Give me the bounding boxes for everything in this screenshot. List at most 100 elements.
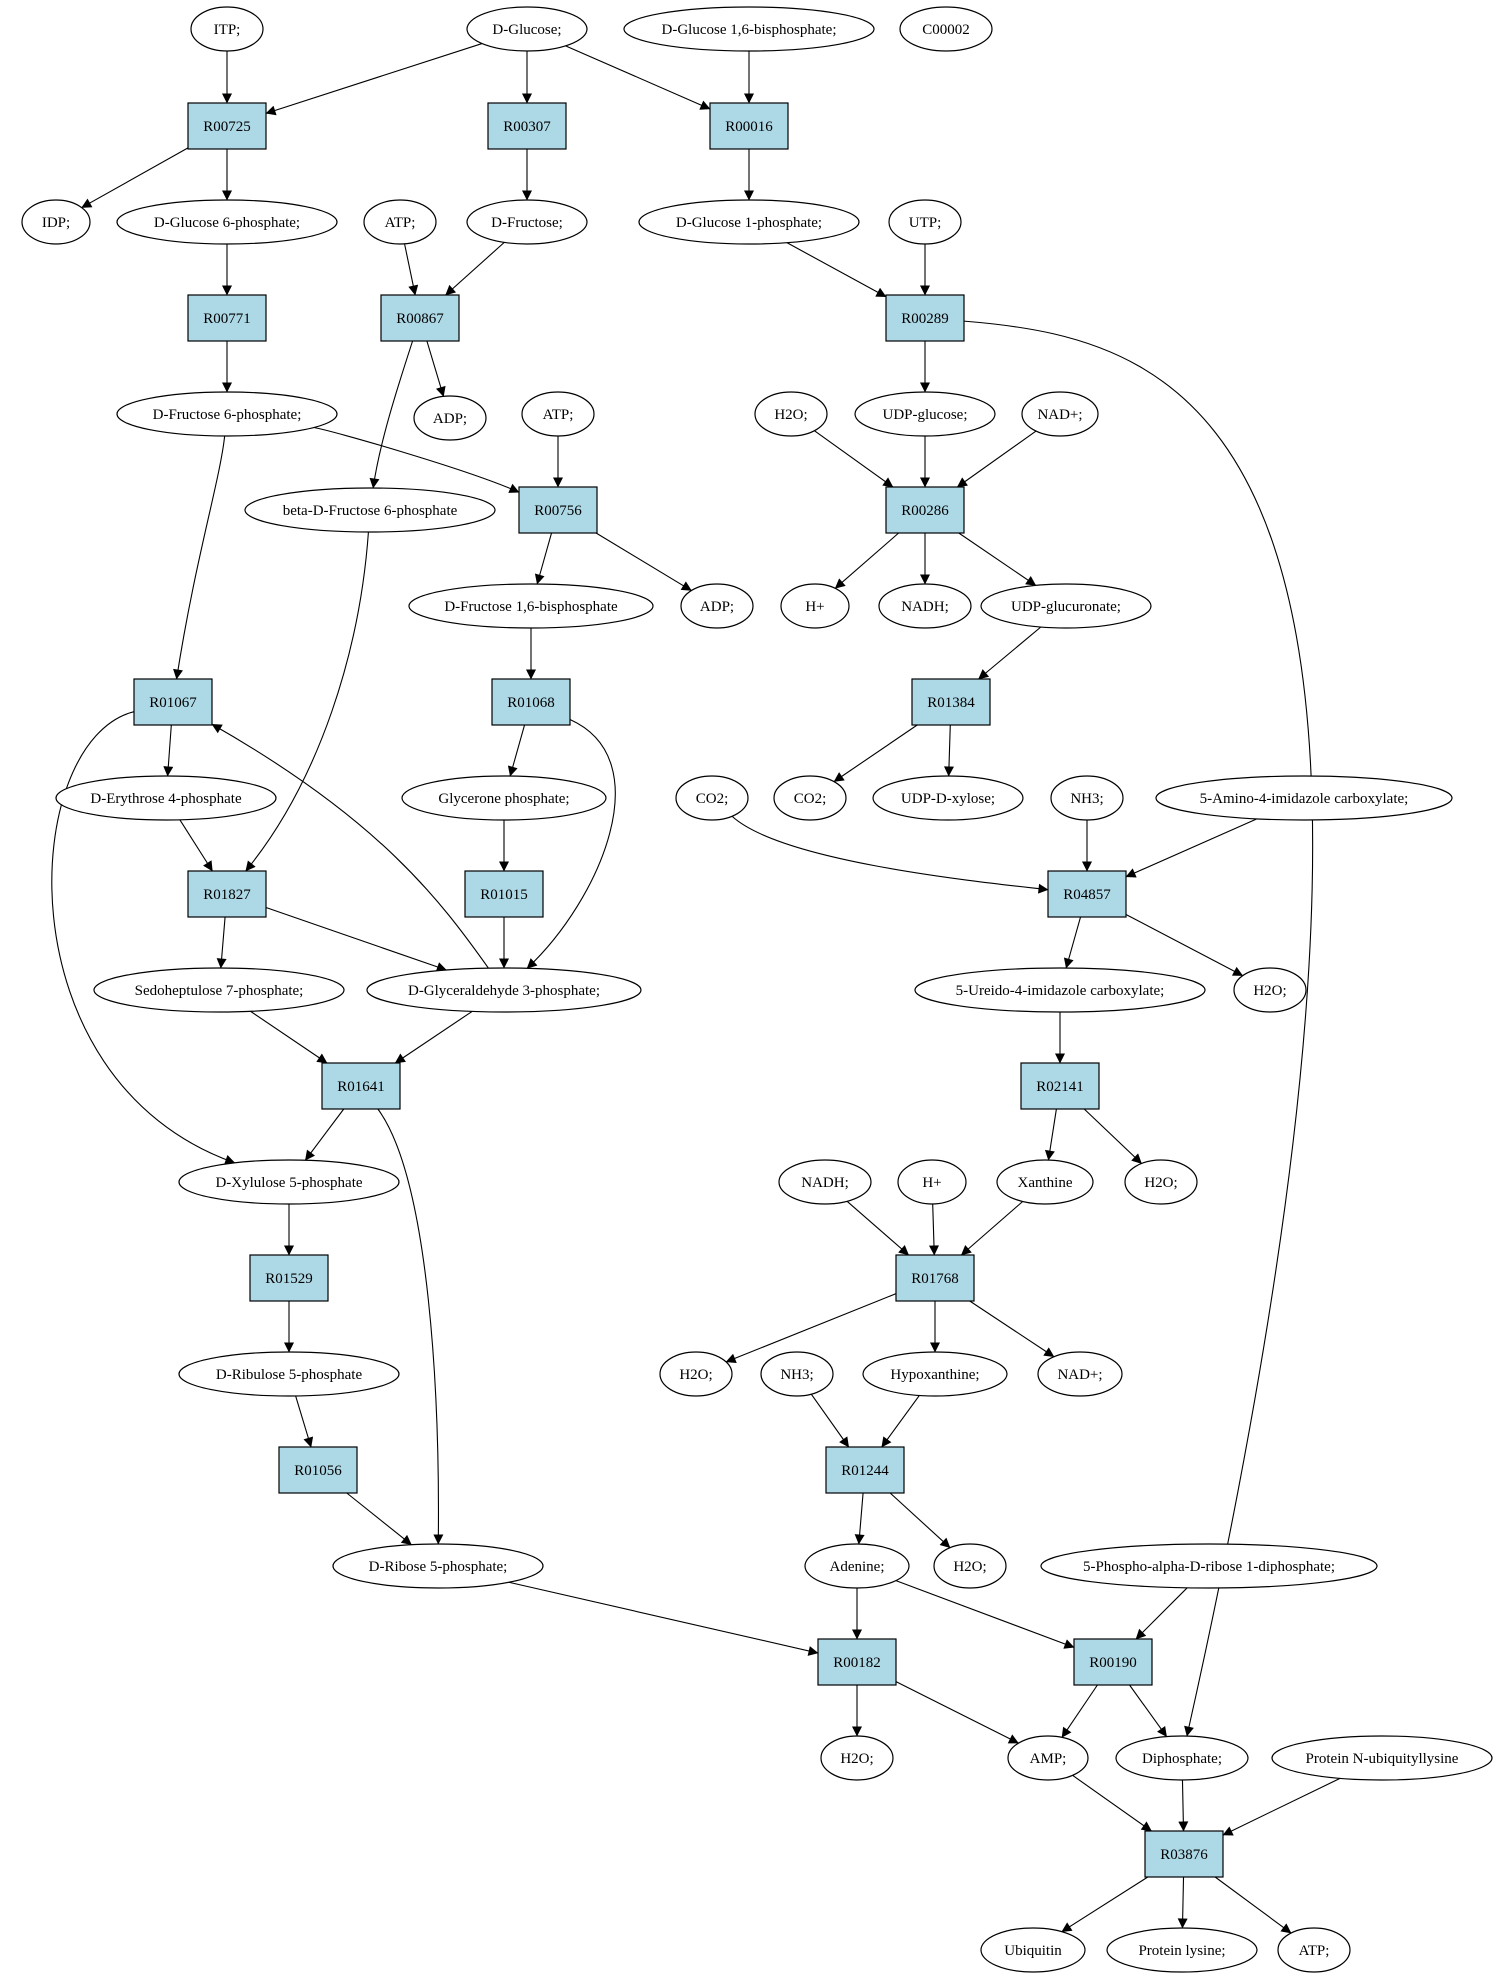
node-label: C00002 bbox=[922, 22, 970, 38]
node-label: Protein lysine; bbox=[1138, 1943, 1225, 1959]
node-label: D-Glucose 1,6-bisphosphate; bbox=[662, 22, 837, 38]
reaction-box bbox=[1073, 1638, 1153, 1686]
compound-ellipse bbox=[244, 487, 496, 533]
edge-R00289-to-diphos bbox=[963, 320, 1314, 1737]
edge-R01768-to-nad2 bbox=[969, 1300, 1055, 1358]
node-label: Glycerone phosphate; bbox=[438, 791, 569, 807]
reaction-box bbox=[895, 1254, 975, 1302]
compound-node-diphos: Diphosphate; bbox=[1115, 1735, 1249, 1781]
node-label: ATP; bbox=[1299, 1943, 1330, 1959]
compound-ellipse bbox=[659, 1351, 733, 1397]
reaction-node-R01641: R01641 bbox=[321, 1062, 401, 1110]
compound-ellipse bbox=[116, 199, 338, 245]
reaction-box bbox=[278, 1446, 358, 1494]
compound-ellipse bbox=[466, 199, 588, 245]
node-label: R02141 bbox=[1036, 1079, 1084, 1095]
node-label: ATP; bbox=[543, 407, 574, 423]
compound-ellipse bbox=[1037, 1351, 1123, 1397]
compound-ellipse bbox=[21, 199, 91, 245]
reaction-box bbox=[187, 102, 267, 150]
node-label: H2O; bbox=[953, 1559, 986, 1575]
edge-R02141-to-h2o3 bbox=[1083, 1108, 1142, 1164]
node-label: D-Fructose; bbox=[491, 215, 563, 231]
edge-R00725-to-idp bbox=[81, 147, 189, 209]
edge-R01068-to-dga3p bbox=[526, 719, 616, 969]
compound-node-protub: Protein N-ubiquityllysine bbox=[1271, 1735, 1493, 1781]
edge-prpp-to-R00190 bbox=[1135, 1587, 1188, 1640]
compound-node-aica: 5-Amino-4-imidazole carboxylate; bbox=[1155, 775, 1453, 821]
node-label: Adenine; bbox=[830, 1559, 885, 1575]
node-label: IDP; bbox=[42, 215, 70, 231]
node-label: CO2; bbox=[696, 791, 729, 807]
compound-ellipse bbox=[1277, 1927, 1351, 1973]
reaction-box bbox=[518, 486, 598, 534]
edge-dga3p-to-R01067 bbox=[211, 723, 489, 969]
compound-ellipse bbox=[675, 775, 749, 821]
compound-node-drul5p: D-Ribulose 5-phosphate bbox=[178, 1351, 400, 1397]
node-label: NH3; bbox=[1070, 791, 1103, 807]
compound-node-dfru: D-Fructose; bbox=[466, 199, 588, 245]
node-label: R00182 bbox=[833, 1655, 881, 1671]
node-label: H2O; bbox=[1144, 1175, 1177, 1191]
reaction-node-R00289: R00289 bbox=[885, 294, 965, 342]
compound-node-itp: ITP; bbox=[190, 6, 264, 52]
node-label: 5-Ureido-4-imidazole carboxylate; bbox=[956, 983, 1165, 999]
compound-node-dxyl5p: D-Xylulose 5-phosphate bbox=[178, 1159, 400, 1205]
compound-ellipse bbox=[332, 1543, 544, 1589]
node-label: H+ bbox=[805, 599, 824, 615]
compound-ellipse bbox=[680, 583, 754, 629]
edge-udpglcu-to-R01384 bbox=[978, 626, 1042, 680]
edge-R01068-to-glyp bbox=[507, 724, 526, 777]
reaction-box bbox=[487, 102, 567, 150]
compound-ellipse bbox=[780, 583, 850, 629]
edge-R01067-to-dxyl5p bbox=[51, 711, 236, 1165]
node-label: D-Ribulose 5-phosphate bbox=[216, 1367, 363, 1383]
reaction-box bbox=[491, 678, 571, 726]
edge-nad1-to-R00286 bbox=[956, 430, 1037, 488]
reaction-box bbox=[464, 870, 544, 918]
node-label: NAD+; bbox=[1037, 407, 1082, 423]
reaction-box bbox=[380, 294, 460, 342]
reaction-box bbox=[249, 1254, 329, 1302]
compound-ellipse bbox=[862, 1351, 1008, 1397]
edge-R00756-to-dfru16bp bbox=[534, 532, 553, 585]
compound-ellipse bbox=[413, 395, 487, 441]
compound-node-nadh1: NADH; bbox=[878, 583, 972, 629]
edge-R02141-to-xanthine bbox=[1044, 1108, 1057, 1161]
edge-R01067-to-dery4p bbox=[163, 724, 174, 777]
compound-node-atp2: ATP; bbox=[521, 391, 595, 437]
compound-node-h2o4: H2O; bbox=[659, 1351, 733, 1397]
node-label: UDP-glucuronate; bbox=[1011, 599, 1121, 615]
reaction-box bbox=[885, 486, 965, 534]
reaction-node-R00307: R00307 bbox=[487, 102, 567, 150]
node-label: Diphosphate; bbox=[1142, 1751, 1222, 1767]
compound-ellipse bbox=[1271, 1735, 1493, 1781]
node-label: D-Glyceraldehyde 3-phosphate; bbox=[408, 983, 600, 999]
compound-ellipse bbox=[466, 6, 588, 52]
compound-node-h2o3: H2O; bbox=[1124, 1159, 1198, 1205]
compound-node-nad1: NAD+; bbox=[1021, 391, 1099, 437]
edge-adenine-to-R00190 bbox=[895, 1580, 1075, 1649]
node-label: H+ bbox=[922, 1175, 941, 1191]
node-label: R00016 bbox=[725, 119, 773, 135]
node-label: R00756 bbox=[534, 503, 582, 519]
edge-co2a-to-R04857 bbox=[731, 815, 1049, 894]
compound-node-nh3a: NH3; bbox=[1050, 775, 1124, 821]
compound-node-adp1: ADP; bbox=[413, 395, 487, 441]
node-label: R00725 bbox=[203, 119, 251, 135]
compound-ellipse bbox=[93, 967, 345, 1013]
edge-dfru-to-R00867 bbox=[445, 241, 505, 296]
edge-R00756-to-adp2 bbox=[595, 532, 692, 592]
compound-node-glyp: Glycerone phosphate; bbox=[401, 775, 607, 821]
edge-dfru6p-to-R01067 bbox=[173, 435, 226, 680]
reaction-box bbox=[321, 1062, 401, 1110]
edge-R01056-to-drib5p bbox=[346, 1492, 412, 1546]
edge-R01384-to-udpxyl bbox=[943, 724, 954, 777]
node-label: R01068 bbox=[507, 695, 555, 711]
edge-R01641-to-dxyl5p bbox=[304, 1108, 345, 1161]
reaction-box bbox=[817, 1638, 897, 1686]
compound-ellipse bbox=[820, 1735, 894, 1781]
node-label: D-Glucose; bbox=[492, 22, 561, 38]
compound-node-dfru16bp: D-Fructose 1,6-bisphosphate bbox=[408, 583, 654, 629]
compound-ellipse bbox=[401, 775, 607, 821]
